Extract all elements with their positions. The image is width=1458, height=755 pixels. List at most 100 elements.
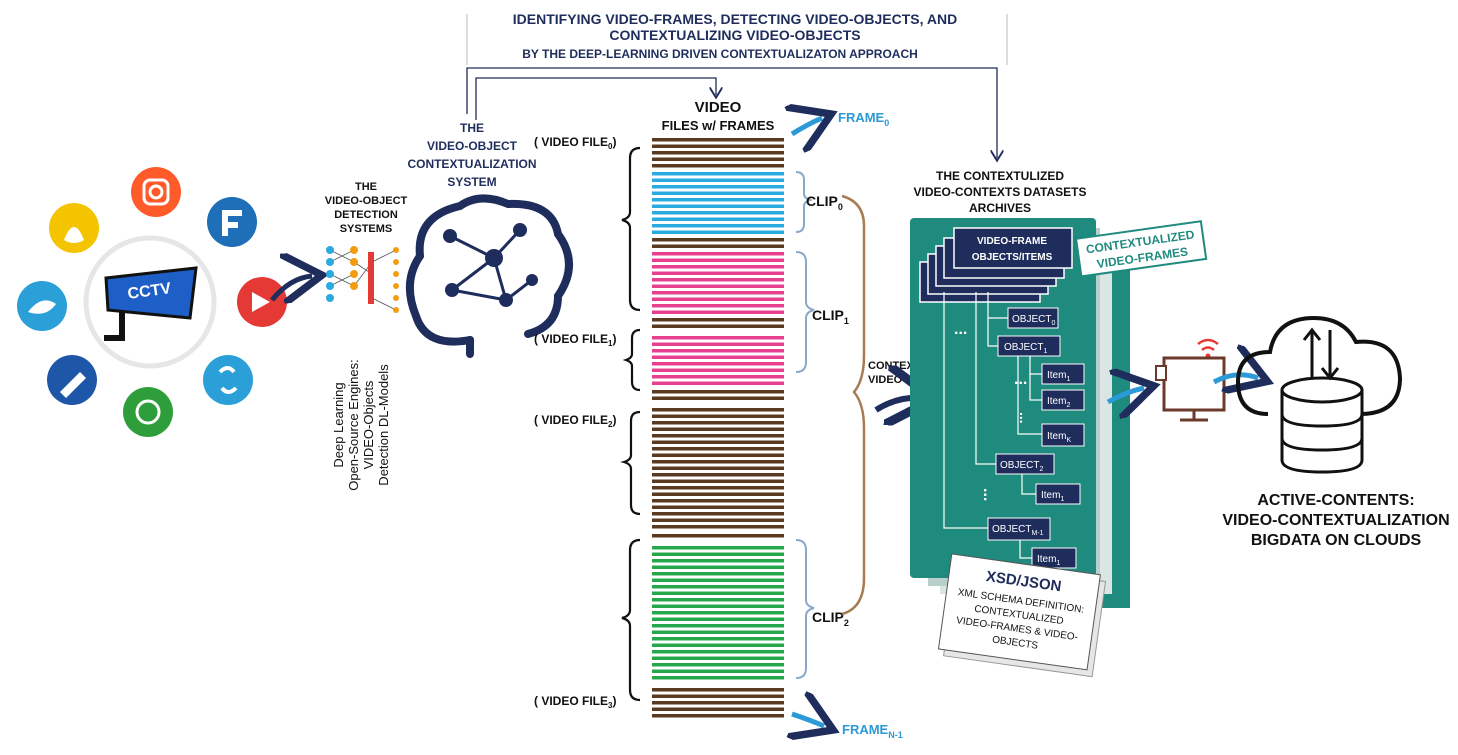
frame-stripe (652, 598, 784, 602)
svg-text:CLIP1: CLIP1 (812, 307, 849, 326)
frame-stripe (652, 324, 784, 328)
svg-text:VIDEO-OBJECT: VIDEO-OBJECT (427, 139, 518, 153)
brain-icon (405, 194, 573, 358)
cloud-database-icon (1235, 315, 1403, 474)
frame-stripe (652, 559, 784, 563)
svg-text:FRAMEN-1: FRAMEN-1 (842, 722, 903, 740)
frame-stripe (652, 552, 784, 556)
frame-stripe (652, 211, 784, 215)
svg-text:( VIDEO FILE0): ( VIDEO FILE0) (534, 135, 616, 151)
frame-stripe (652, 688, 784, 692)
frame-stripe (652, 421, 784, 425)
frame-stripe (652, 271, 784, 275)
frame-stripe (652, 349, 784, 353)
frame-stripe (652, 473, 784, 477)
frame-stripe (652, 336, 784, 340)
twitter-icon (17, 281, 67, 331)
title-connectors (466, 14, 1008, 158)
cctv-to-detection-arrow (270, 276, 312, 300)
frame-stripe (652, 460, 784, 464)
frame-stripe (652, 440, 784, 444)
frame-stripe (652, 630, 784, 634)
svg-text:THE: THE (355, 181, 377, 193)
archive-brace (841, 194, 866, 616)
svg-text:Item1: Item1 (1041, 490, 1064, 503)
svg-text:VIDEO: VIDEO (695, 99, 742, 116)
svg-text:OBJECT1: OBJECT1 (1004, 342, 1047, 355)
frame-stripe (652, 591, 784, 595)
frame-stripe (652, 414, 784, 418)
frame-stripe (652, 164, 784, 168)
svg-text:CONTEXTUALIZATION: CONTEXTUALIZATION (407, 157, 536, 171)
svg-text:...: ... (1014, 371, 1027, 388)
frame-stripe (652, 617, 784, 621)
frame-stripe (652, 244, 784, 248)
frame-stripe (652, 258, 784, 262)
snapchat-icon (49, 203, 99, 253)
frame-stripe (652, 144, 784, 148)
frame-stripe (652, 656, 784, 660)
frame-stripe (652, 151, 784, 155)
object-boxes: OBJECT0 OBJECT1 OBJECT2 OBJECTM-1 (987, 307, 1061, 541)
frame-stripe (652, 375, 784, 379)
clip-brackets (795, 171, 815, 679)
svg-text:ARCHIVES: ARCHIVES (969, 201, 1031, 215)
svg-text:...: ... (980, 488, 997, 501)
frame-stripe (652, 434, 784, 438)
svg-text:VIDEO-Objects: VIDEO-Objects (361, 380, 376, 469)
svg-text:( VIDEO FILE1): ( VIDEO FILE1) (534, 332, 616, 348)
frame-stripe (652, 204, 784, 208)
svg-text:...: ... (954, 321, 967, 338)
frame-stripe (652, 505, 784, 509)
frame-stripe (652, 191, 784, 195)
svg-text:SYSTEMS: SYSTEMS (340, 223, 393, 235)
svg-text:ACTIVE-CONTENTS:: ACTIVE-CONTENTS: (1257, 492, 1414, 509)
frame-stripe (652, 572, 784, 576)
frame-stripe (652, 178, 784, 182)
frame-stripe (652, 291, 784, 295)
archive-to-computer-arrow (1106, 388, 1144, 402)
cctv-camera-icon: CCTV (83, 235, 217, 369)
source-apps (17, 167, 287, 437)
svg-text:SYSTEM: SYSTEM (447, 175, 496, 189)
title-block: IDENTIFYING VIDEO-FRAMES, DETECTING VIDE… (513, 11, 957, 61)
contextualization-system-title: THE VIDEO-OBJECT CONTEXTUALIZATION SYSTE… (407, 121, 536, 189)
svg-text:( VIDEO FILE3): ( VIDEO FILE3) (534, 694, 616, 710)
frame-stripe (652, 525, 784, 529)
svg-text:THE CONTEXTULIZED: THE CONTEXTULIZED (936, 169, 1064, 183)
frame-stripe (652, 284, 784, 288)
frame-stripe (652, 534, 784, 538)
frame-stripe (652, 663, 784, 667)
frame-stripe (652, 650, 784, 654)
svg-text:Open-Source Engines:: Open-Source Engines: (346, 359, 361, 491)
frame-stripe (652, 518, 784, 522)
svg-text:FILES w/ FRAMES: FILES w/ FRAMES (662, 118, 775, 133)
svg-text:VIDEO-CONTEXTUALIZATION: VIDEO-CONTEXTUALIZATION (1222, 512, 1449, 529)
frame-stripe (652, 676, 784, 680)
frame-stripe (652, 546, 784, 550)
frame-stripe (652, 342, 784, 346)
frame-stripe (652, 138, 784, 142)
title-line-3: BY THE DEEP-LEARNING DRIVEN CONTEXTUALIZ… (522, 47, 918, 61)
frame-stripe (652, 604, 784, 608)
tools-icon (47, 355, 97, 405)
whatsapp-icon (123, 387, 173, 437)
svg-text:DETECTION: DETECTION (334, 209, 398, 221)
datasets-title: THE CONTEXTULIZED VIDEO-CONTEXTS DATASET… (914, 169, 1087, 215)
frame-stripe (652, 714, 784, 718)
svg-text:Item1: Item1 (1037, 554, 1060, 567)
frame-stripe (652, 453, 784, 457)
svg-text:ItemK: ItemK (1047, 431, 1071, 444)
frame-stripe (652, 224, 784, 228)
frame-stripe (652, 565, 784, 569)
frame-stripe (652, 252, 784, 256)
frame-stripe (652, 368, 784, 372)
frame-stripe (652, 297, 784, 301)
frame-stripe (652, 486, 784, 490)
frame-stripe (652, 479, 784, 483)
video-file-braces (620, 146, 641, 702)
svg-text:THE: THE (460, 121, 484, 135)
flipboard-icon (207, 197, 257, 247)
frame-stripe (652, 396, 784, 400)
